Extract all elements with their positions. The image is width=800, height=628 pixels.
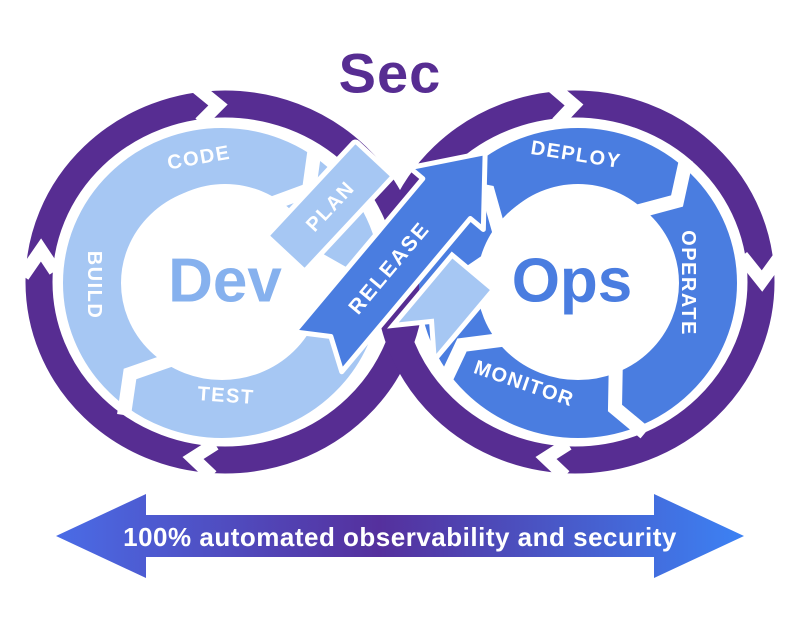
banner-text: 100% automated observability and securit… [123, 522, 677, 552]
banner-double-arrow-icon [56, 494, 744, 578]
stage-label-build: BUILD [83, 251, 105, 320]
stage-label-operate: OPERATE [677, 230, 699, 336]
sec-title: Sec [339, 42, 442, 105]
flow-chevron-icon [535, 438, 572, 481]
dev-label: Dev [168, 247, 282, 316]
release-arrow-icon [291, 150, 488, 375]
stage-label-test: TEST [197, 383, 256, 409]
ops-center-circle [481, 184, 675, 378]
plan-band-shape [265, 139, 395, 273]
flow-chevron-icon [182, 438, 219, 481]
flow-chevron-icon [191, 81, 228, 128]
ops-label: Ops [512, 247, 633, 316]
plan-loop-tail-shape [386, 251, 497, 367]
flow-chevron-icon [634, 158, 693, 219]
flow-chevron-icon [548, 82, 584, 128]
flow-chevron-icon [438, 332, 510, 384]
flow-chevron-icon [607, 353, 650, 439]
plan-loop-tail [386, 251, 497, 367]
flow-chevron-icon [736, 251, 784, 292]
plan-band: PLAN [265, 139, 395, 273]
flow-chevron-icon [117, 353, 173, 417]
flow-chevron-icon [17, 238, 61, 280]
